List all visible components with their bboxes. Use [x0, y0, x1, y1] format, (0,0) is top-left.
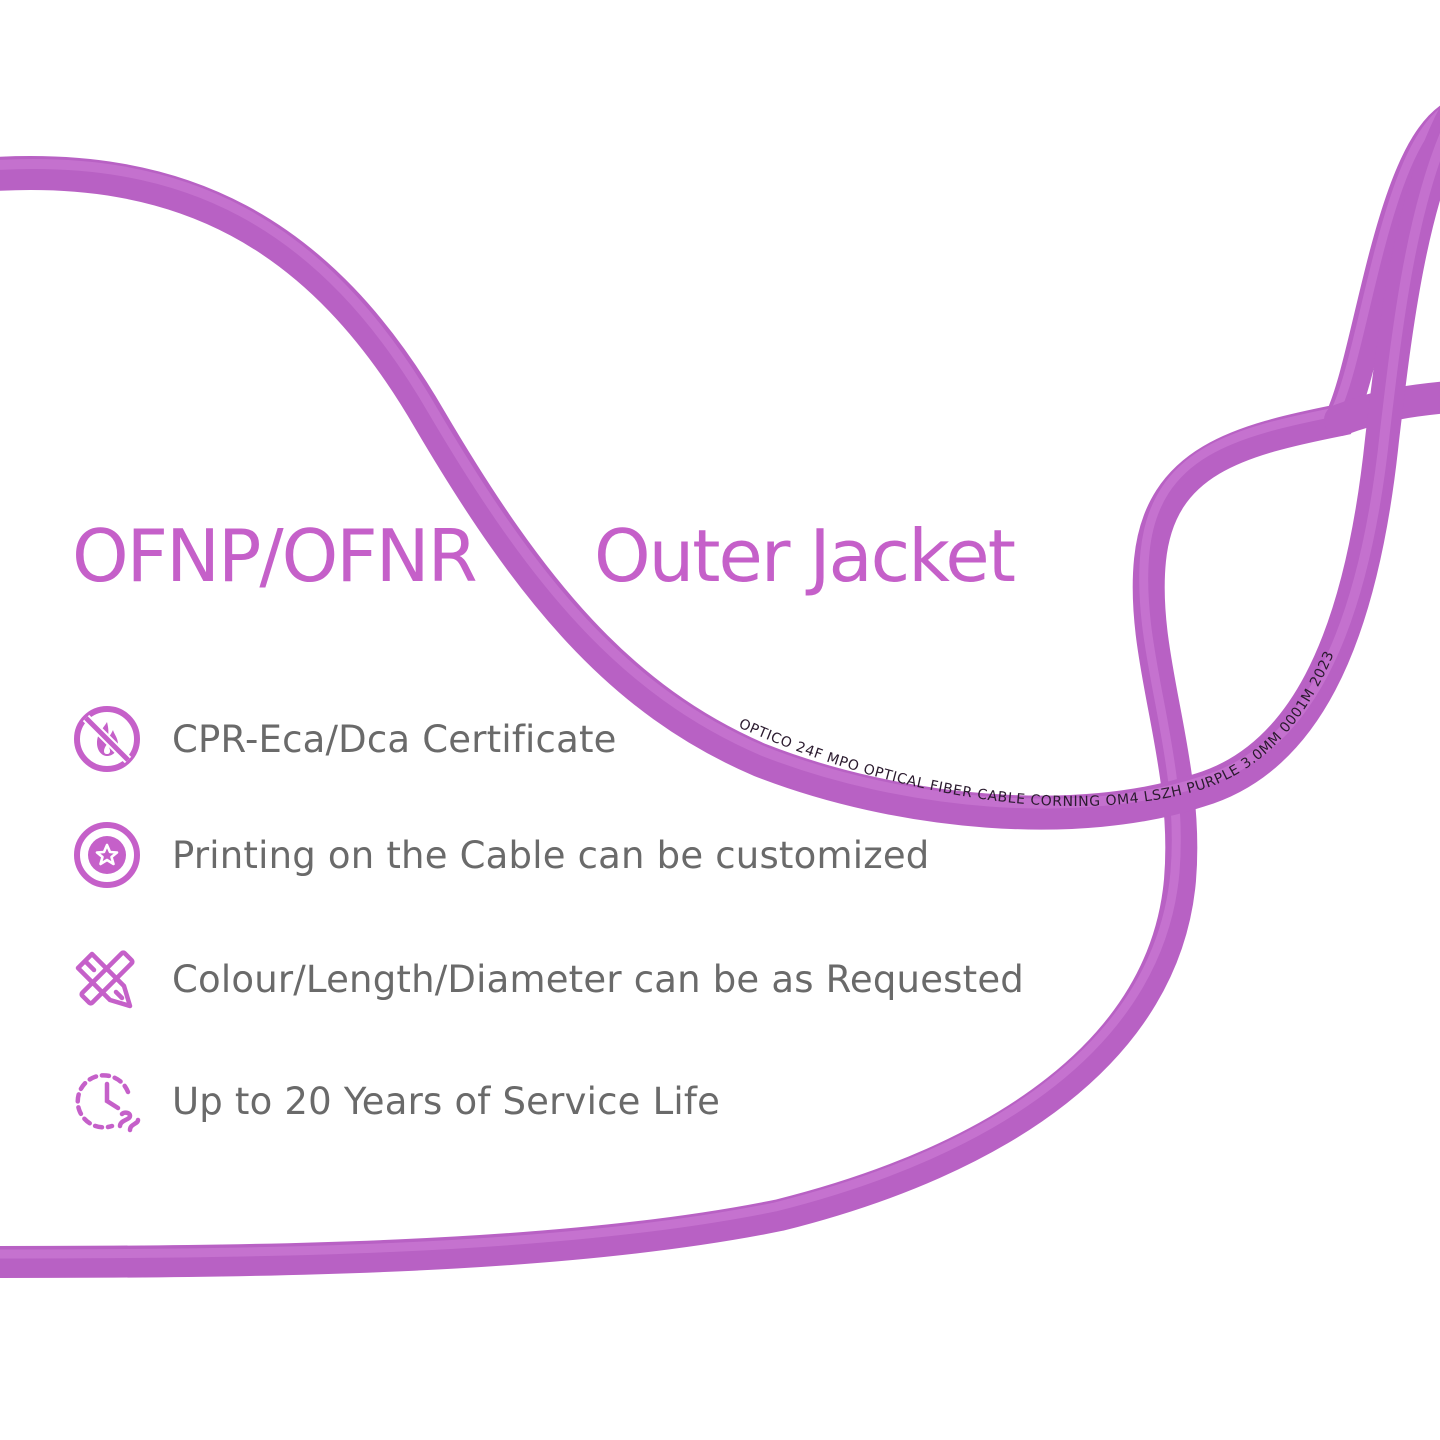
- star-badge-icon: [72, 820, 142, 890]
- feature-cpr-certificate: CPR-Eca/Dca Certificate: [72, 704, 617, 774]
- feature-label: Up to 20 Years of Service Life: [172, 1079, 721, 1123]
- feature-label: CPR-Eca/Dca Certificate: [172, 717, 617, 761]
- feature-label: Printing on the Cable can be customized: [172, 833, 930, 877]
- feature-custom-printing: Printing on the Cable can be customized: [72, 820, 929, 890]
- clock-cycle-icon: [72, 1066, 142, 1136]
- pencil-ruler-icon: [72, 944, 142, 1014]
- feature-custom-dimensions: Colour/Length/Diameter can be as Request…: [72, 944, 1024, 1014]
- feature-label: Colour/Length/Diameter can be as Request…: [172, 957, 1024, 1001]
- no-fire-icon: [72, 704, 142, 774]
- title-jacket-type: OFNP/OFNR: [72, 514, 478, 598]
- feature-service-life: Up to 20 Years of Service Life: [72, 1066, 720, 1136]
- title-outer-jacket: Outer Jacket: [594, 514, 1016, 598]
